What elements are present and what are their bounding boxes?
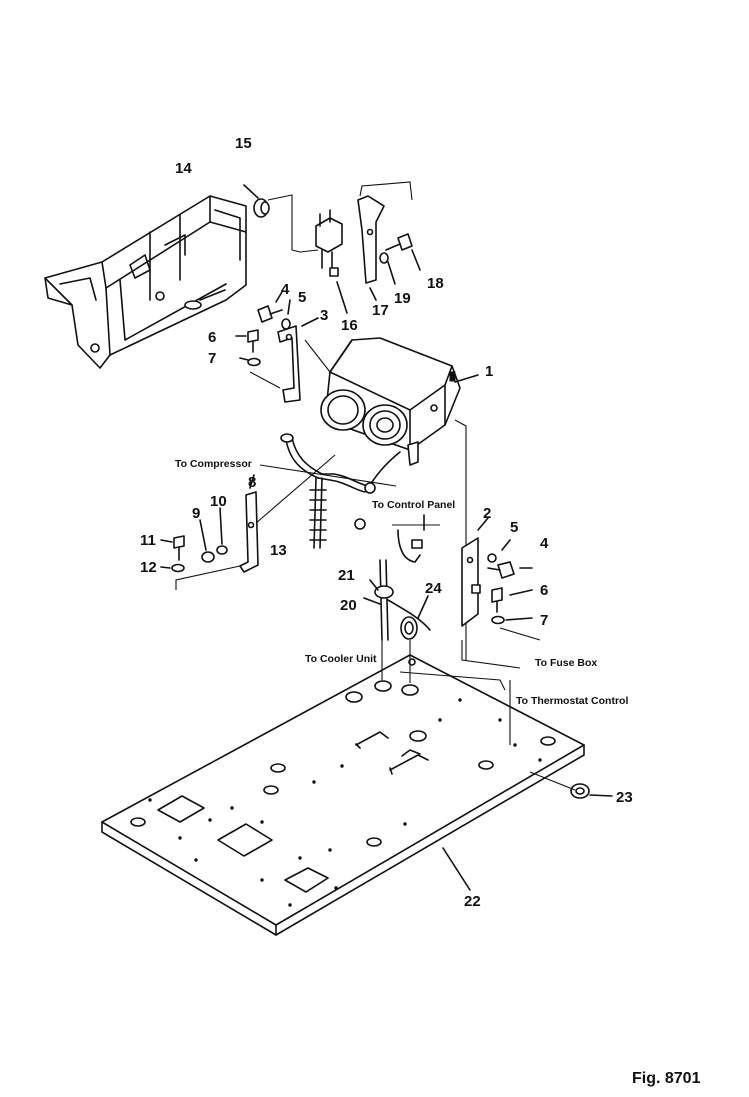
label-part-3: 3 <box>320 307 328 324</box>
label-part-22: 22 <box>464 893 481 910</box>
label-part-7-upper: 7 <box>208 350 216 367</box>
label-part-19: 19 <box>394 290 411 307</box>
compressor-hose-bracket <box>160 474 259 590</box>
label-part-4-right: 4 <box>540 535 549 552</box>
label-part-4-upper: 4 <box>281 281 290 298</box>
label-part-24: 24 <box>425 580 442 597</box>
refrigerant-hose <box>247 433 401 549</box>
floor-grommet <box>529 771 590 799</box>
label-part-17: 17 <box>372 302 389 319</box>
label-part-21: 21 <box>338 567 355 584</box>
label-part-9: 9 <box>192 505 200 522</box>
label-part-1: 1 <box>485 363 493 380</box>
bolt-and-washer-18-19 <box>379 233 421 285</box>
label-part-13: 13 <box>270 542 287 559</box>
note-to-control-panel: To Control Panel <box>372 499 455 511</box>
console-frame <box>44 195 247 369</box>
grommet <box>243 184 301 253</box>
label-part-6-upper: 6 <box>208 329 216 346</box>
label-part-6-right: 6 <box>540 582 548 599</box>
note-to-cooler-unit: To Cooler Unit <box>305 653 377 665</box>
label-part-23: 23 <box>616 789 633 806</box>
floor-plate <box>101 640 585 936</box>
switch <box>299 209 348 314</box>
connection-notes: To Compressor To Control Panel To Cooler… <box>175 458 628 707</box>
label-part-18: 18 <box>427 275 444 292</box>
label-part-8: 8 <box>248 474 256 491</box>
cooler-unit <box>304 337 467 660</box>
figure-label: Fig. 8701 <box>632 1070 701 1087</box>
label-part-5-right: 5 <box>510 519 518 536</box>
right-mount-bracket <box>461 517 541 669</box>
note-to-thermostat-control: To Thermostat Control <box>516 695 628 707</box>
note-to-fuse-box: To Fuse Box <box>535 657 597 669</box>
label-part-5-upper: 5 <box>298 289 306 306</box>
label-part-14: 14 <box>175 160 192 177</box>
label-part-2: 2 <box>483 505 491 522</box>
part-number-labels: 1 2 3 4 4 5 5 6 6 7 7 8 9 10 11 12 13 14… <box>140 135 633 910</box>
label-part-15: 15 <box>235 135 252 152</box>
fasteners-upper-left <box>235 291 291 367</box>
wire-harness <box>354 514 440 641</box>
label-part-7-right: 7 <box>540 612 548 629</box>
leader-lines <box>442 374 613 891</box>
label-part-20: 20 <box>340 597 357 614</box>
note-to-compressor: To Compressor <box>175 458 252 470</box>
label-part-11: 11 <box>140 532 156 549</box>
label-part-12: 12 <box>140 559 157 576</box>
switch-bracket <box>357 181 413 301</box>
left-mount-bracket <box>249 317 319 403</box>
label-part-10: 10 <box>210 493 227 510</box>
label-part-16: 16 <box>341 317 358 334</box>
